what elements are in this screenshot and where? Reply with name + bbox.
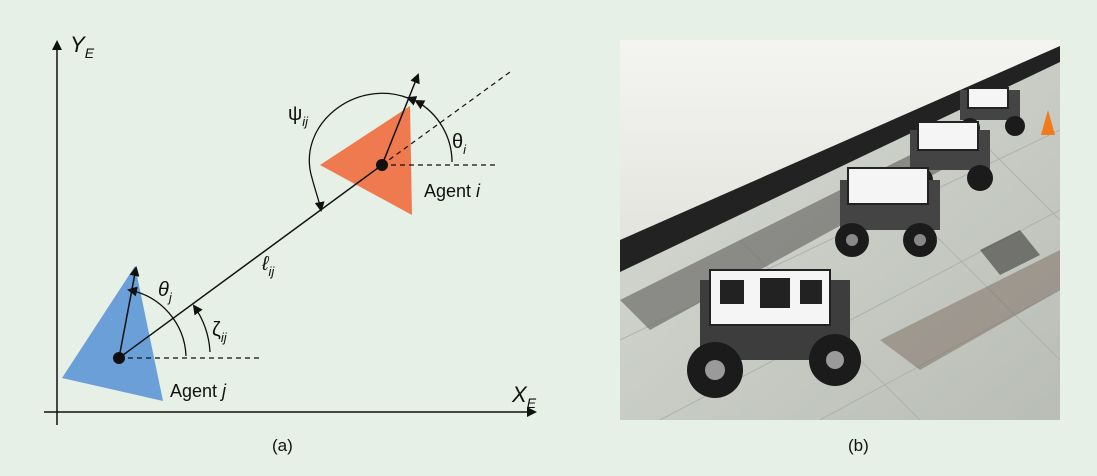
connecting-line: [118, 164, 383, 359]
theta-i-arc: [414, 100, 453, 163]
agent-j-dot: [113, 352, 125, 364]
y-axis-label: YE: [70, 32, 95, 61]
zeta-ij-label: ζij: [212, 319, 228, 345]
theta-j-label: θj: [158, 279, 173, 305]
agent-i-label: Agent i: [424, 181, 481, 201]
caption-b: (b): [848, 436, 869, 455]
panel-a-diagram: YE XE ψij θi θ: [44, 32, 537, 425]
caption-a: (a): [272, 436, 293, 455]
psi-ij-arc: [308, 92, 418, 212]
agent-j-shape: [62, 266, 163, 401]
robot-2: [835, 167, 940, 257]
traffic-cone: [1041, 110, 1055, 135]
theta-j-arc: [127, 286, 187, 357]
psi-ij-label: ψij: [288, 103, 309, 129]
theta-i-label: θi: [452, 131, 467, 157]
zeta-ij-arc: [192, 304, 211, 353]
panel-b-photo: [619, 40, 1061, 421]
baseboard: [620, 46, 1060, 272]
relative-pose-diagram: YE XE ψij θi θ: [44, 32, 537, 425]
floor-dark-tile: [980, 230, 1040, 275]
x-axis-label: XE: [511, 382, 537, 411]
robot-1: [687, 269, 861, 398]
agent-i-shape: [320, 106, 412, 215]
heading-arrow-j: [118, 266, 140, 359]
robot-convoy-photo: [619, 40, 1061, 421]
robot-4: [960, 87, 1025, 138]
agent-i-dot: [376, 159, 388, 171]
ell-ij-label: ℓij: [261, 253, 275, 279]
agent-j-label: Agent j: [170, 381, 227, 401]
floor-dark-strip-2: [880, 250, 1060, 370]
